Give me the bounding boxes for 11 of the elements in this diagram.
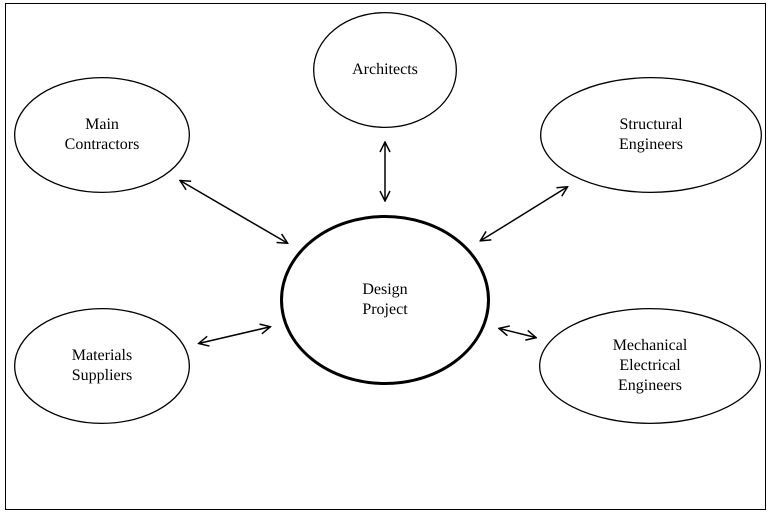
double-arrow bbox=[480, 186, 568, 242]
node-label: Materials Suppliers bbox=[72, 347, 132, 384]
node-label: Mechanical Electrical Engineers bbox=[612, 337, 688, 394]
double-arrow bbox=[198, 323, 272, 347]
double-arrow bbox=[179, 180, 288, 244]
double-arrow bbox=[498, 325, 537, 341]
node-label: Architects bbox=[352, 61, 418, 78]
node-label: Structural Engineers bbox=[619, 116, 683, 153]
node-label: Main Contractors bbox=[64, 116, 140, 153]
double-arrow bbox=[379, 141, 391, 202]
node-label: Design Project bbox=[362, 281, 408, 318]
